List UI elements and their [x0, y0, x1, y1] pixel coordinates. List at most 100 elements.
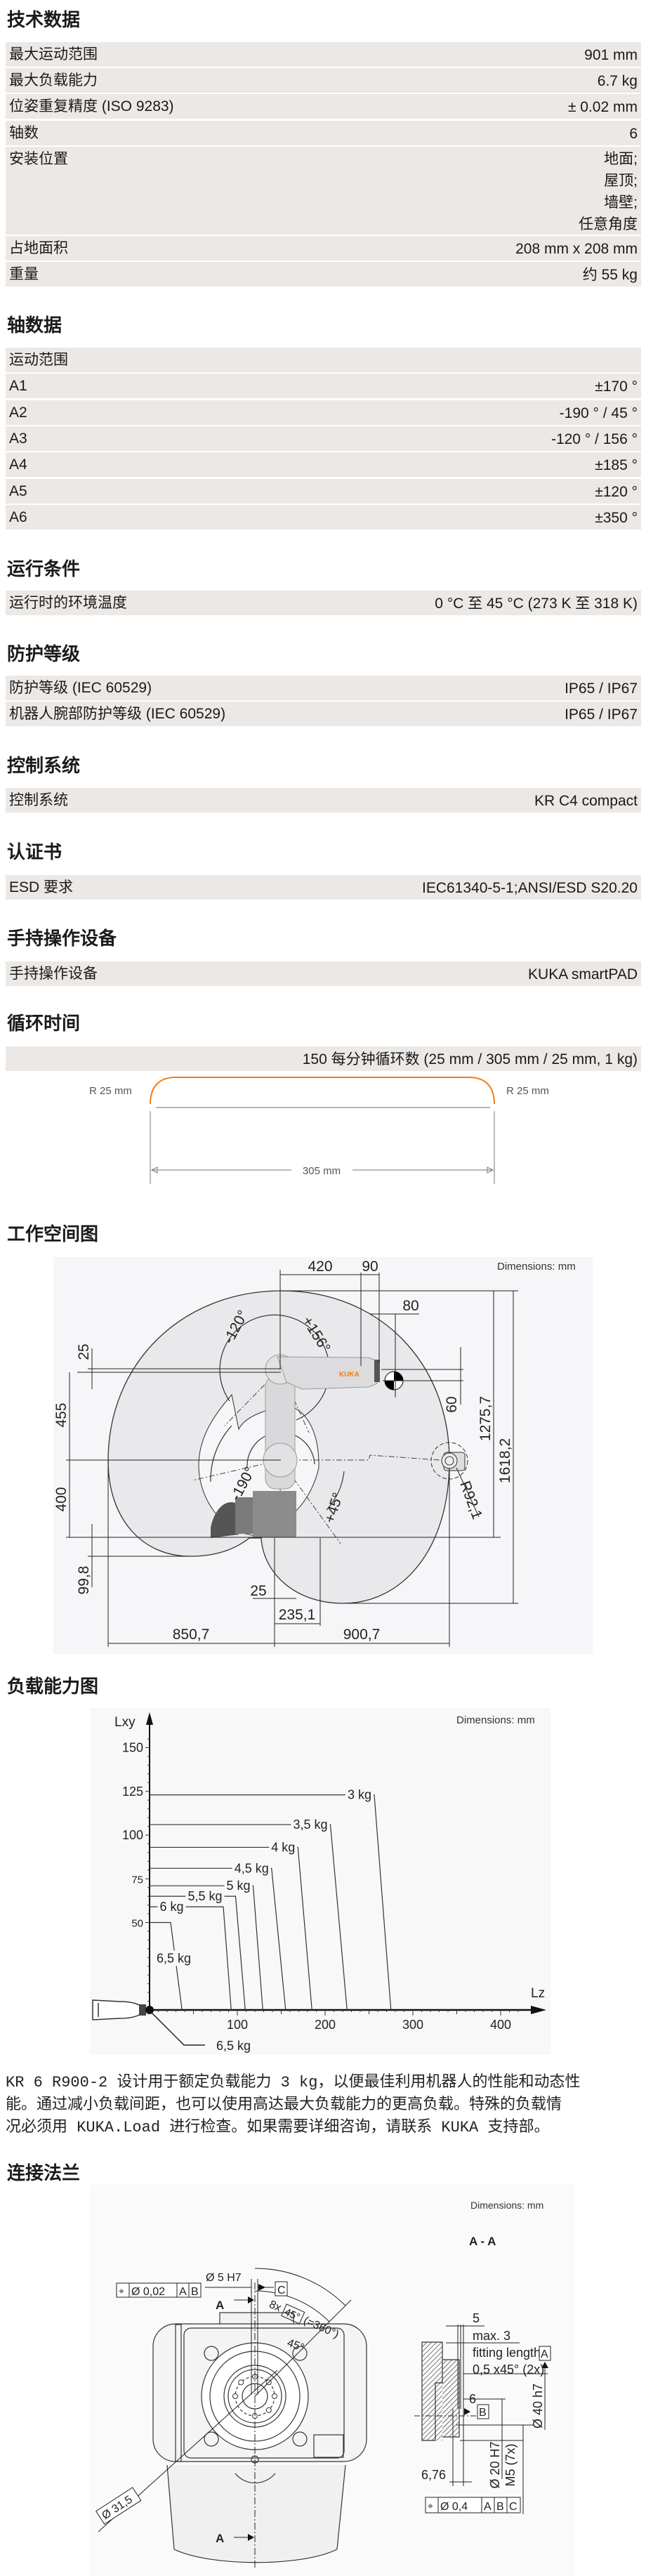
spec-label: A5	[9, 483, 27, 499]
chamfer-spec: 0,5 x45° (2x)	[473, 2363, 544, 2377]
hatch-line	[442, 2406, 460, 2424]
tolerance-value: Ø 0,02	[131, 2286, 165, 2298]
hatch-line	[421, 2341, 437, 2358]
robot-illustration: KUKA	[211, 1354, 380, 1538]
y-tick-label: 100	[122, 1828, 143, 1842]
dim-60: 60	[444, 1396, 460, 1412]
spec-label: 位姿重复精度 (ISO 9283)	[9, 98, 174, 114]
spec-value: -190 ° / 45 °	[560, 400, 638, 426]
spec-value: 0 °C 至 45 °C (273 K 至 318 K)	[435, 591, 638, 617]
y-tick-label: 75	[131, 1874, 143, 1886]
payload-label: 4 kg	[271, 1840, 295, 1854]
cycle-length: 305 mm	[303, 1165, 341, 1177]
spec-value-line: ±350 °	[595, 510, 638, 526]
section-title-certificates: 认证书	[7, 841, 62, 862]
x-tick-label: 100	[227, 2018, 248, 2032]
spec-label: ESD 要求	[9, 879, 74, 895]
spec-label: 运行时的环境温度	[9, 595, 127, 611]
spec-value-line: -190 ° / 45 °	[559, 405, 638, 421]
hatch-line	[421, 2360, 443, 2382]
dim-99-8: 99,8	[76, 1566, 92, 1595]
section-title-workspace: 工作空间图	[7, 1223, 99, 1244]
section-title-axis: 轴数据	[7, 315, 62, 336]
spec-row: 位姿重复精度 (ISO 9283)± 0.02 mm	[6, 94, 641, 119]
spec-label: A2	[9, 405, 27, 421]
spec-value-line: 墙壁;	[604, 195, 638, 211]
y-axis-label: Lxy	[114, 1715, 136, 1730]
hatch-line	[442, 2377, 460, 2395]
x-tick-label: 200	[315, 2018, 336, 2032]
section-title-controller: 控制系统	[7, 755, 81, 776]
hatch-line	[443, 2421, 460, 2438]
payload-label-bg	[291, 1817, 330, 1833]
bolt-hole	[232, 2393, 238, 2399]
spec-label: 安装位置	[9, 151, 68, 167]
dim-420: 420	[308, 1259, 332, 1275]
hatch-line	[448, 2426, 460, 2438]
section-title: A - A	[469, 2235, 496, 2248]
payload-curve	[150, 1921, 183, 2011]
payload-label-bg	[232, 1860, 271, 1877]
spec-value: 约 55 kg	[583, 262, 638, 288]
hatch-line	[442, 2359, 453, 2370]
spec-row: 运动范围	[6, 348, 641, 372]
dim-25-bottom: 25	[250, 1583, 266, 1599]
origin-leader	[151, 2012, 205, 2046]
hatch-line	[421, 2395, 443, 2417]
hatch-line	[442, 2372, 460, 2390]
spec-row: A2 -190 ° / 45 °	[6, 400, 641, 425]
payload-label-bg	[185, 1888, 225, 1905]
hatch-line	[442, 2396, 460, 2414]
section-title-flange: 连接法兰	[7, 2162, 81, 2183]
spec-row: 安装位置地面;屋顶;墙壁;任意角度	[6, 147, 641, 235]
origin-mark	[145, 2006, 154, 2014]
spec-value-line: IEC61340-5-1;ANSI/ESD S20.20	[421, 880, 638, 896]
hatch-line	[421, 2375, 443, 2397]
spec-label: 机器人腕部防护等级 (IEC 60529)	[9, 706, 226, 722]
position-tolerance-frame: ⌖ Ø 0,02 A B	[116, 2282, 202, 2298]
payload-label: 5,5 kg	[187, 1889, 222, 1903]
dim-900-7: 900,7	[343, 1627, 381, 1643]
flange-drawing: Dimensions: mm ⌖ Ø 0,02	[90, 2184, 574, 2576]
hatch-line	[421, 2419, 443, 2441]
hatch-line	[442, 2362, 460, 2380]
datum-a-label: A	[541, 2348, 548, 2360]
wrist-symbol-icon	[430, 1442, 468, 1480]
hatch-line	[421, 2380, 443, 2402]
bolt-hole	[238, 2379, 244, 2386]
spec-row: 机器人腕部防护等级 (IEC 60529)IP65 / IP67	[6, 702, 641, 726]
dim-235-1: 235,1	[279, 1607, 316, 1623]
a2-pos-arc	[326, 1471, 345, 1511]
spec-row: 150 每分钟循环数 (25 mm / 305 mm / 25 mm, 1 kg…	[6, 1046, 641, 1071]
payload-label: 4,5 kg	[235, 1861, 269, 1875]
payload-description: KR 6 R900-2 设计用于额定负载能力 3 kg，以便最佳利用机器人的性能…	[6, 2072, 645, 2139]
section-mark-top: A	[216, 2299, 224, 2312]
spec-value: KR C4 compact	[534, 788, 638, 814]
chart-units: Dimensions: mm	[456, 1714, 535, 1726]
payload-curve	[150, 1895, 246, 2011]
payload-label-bg	[269, 1839, 298, 1855]
payload-label-bg	[154, 1950, 193, 1966]
dim-max-3: max. 3	[473, 2329, 510, 2343]
datum-c-arrow-icon	[258, 2284, 265, 2291]
dim-arrow-left-icon	[150, 1167, 158, 1174]
spec-value-line: 6	[629, 126, 638, 142]
payload-curve	[150, 1867, 286, 2011]
spec-value: 6	[629, 121, 638, 147]
dim-850-7: 850,7	[173, 1627, 210, 1643]
dim-455: 455	[53, 1402, 70, 1427]
spec-row: 运行时的环境温度 0 °C 至 45 °C (273 K 至 318 K)	[6, 591, 641, 615]
datum-b-label: B	[479, 2407, 487, 2419]
hatch-line	[421, 2355, 443, 2377]
spec-value-line: ±170 °	[595, 379, 638, 395]
spec-value-line: KR C4 compact	[534, 793, 638, 809]
section-arrow-top-icon	[248, 2296, 254, 2304]
datum-ref-b: B	[496, 2501, 504, 2513]
payload-label: 6,5 kg	[157, 1951, 191, 1965]
payload-curve	[150, 1885, 263, 2011]
a3-range-arc	[219, 1314, 330, 1421]
y-tick-label: 50	[131, 1918, 143, 1930]
spec-value: KUKA smartPAD	[528, 961, 638, 987]
flange-units: Dimensions: mm	[470, 2200, 543, 2211]
